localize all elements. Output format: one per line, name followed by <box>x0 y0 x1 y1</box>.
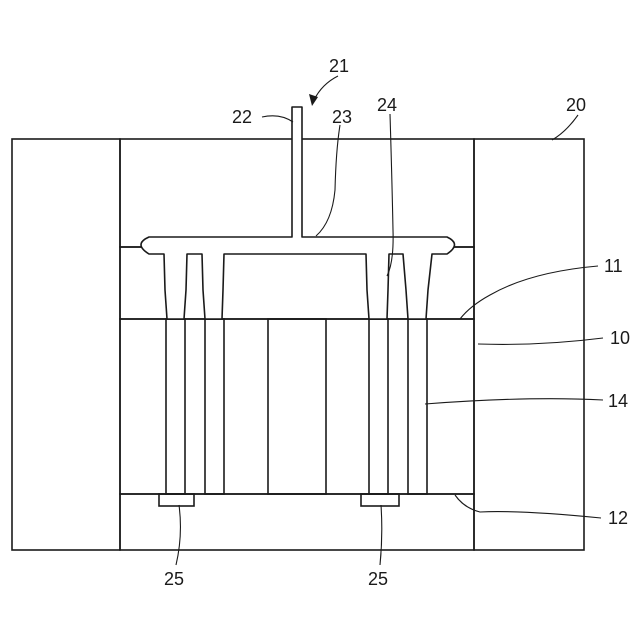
label-20: 20 <box>566 95 586 115</box>
insert-left <box>159 494 194 506</box>
label-22: 22 <box>232 107 252 127</box>
label-21: 21 <box>329 56 349 76</box>
label-25-right: 25 <box>368 569 388 589</box>
label-11: 11 <box>604 256 623 276</box>
hole-3 <box>369 319 388 494</box>
lower-mold-plate <box>120 494 474 550</box>
center-cavity <box>268 319 326 494</box>
label-14: 14 <box>608 391 628 411</box>
label-23: 23 <box>332 107 352 127</box>
hole-2 <box>205 319 224 494</box>
label-12: 12 <box>608 508 628 528</box>
label-25-left: 25 <box>164 569 184 589</box>
insert-right <box>361 494 399 506</box>
label-24: 24 <box>377 95 397 115</box>
component-holes <box>166 319 427 494</box>
mold-outer-left <box>12 139 120 550</box>
component-body <box>120 319 474 494</box>
leader-lines <box>176 76 603 565</box>
label-10: 10 <box>610 328 630 348</box>
hole-4 <box>408 319 427 494</box>
hole-1 <box>166 319 185 494</box>
